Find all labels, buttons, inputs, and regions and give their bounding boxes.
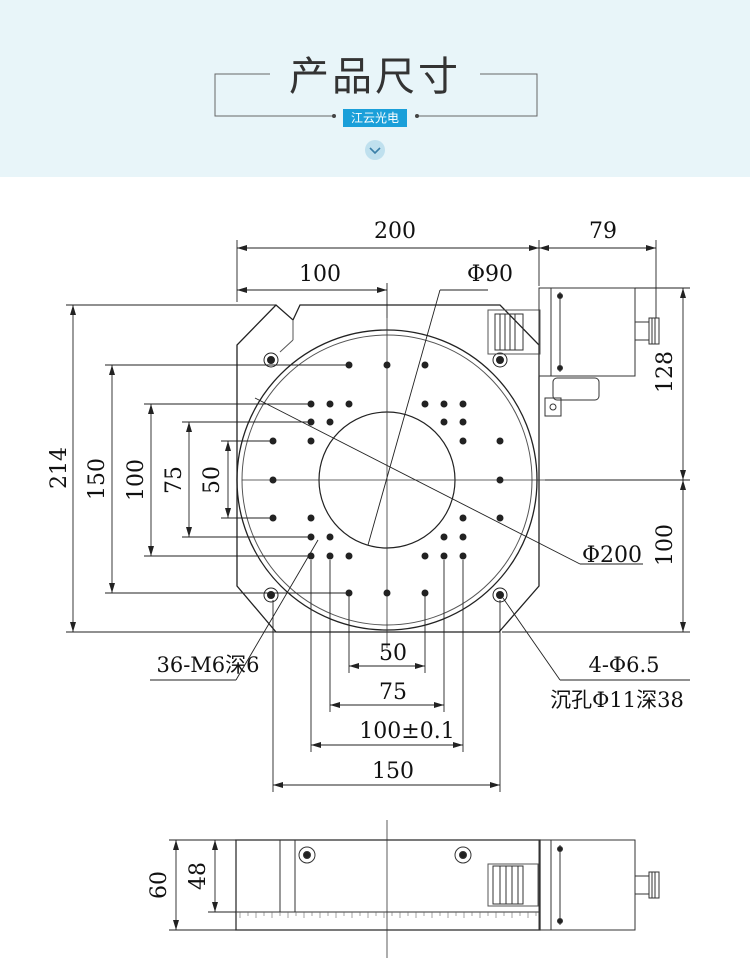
header-frame — [214, 73, 538, 118]
label-mounting-holes: 4-Φ6.5 — [588, 653, 659, 677]
side-dim-48: 48 — [186, 862, 211, 890]
dim-100-tolerance: 100±0.1 — [359, 719, 454, 744]
dim-100-top: 100 — [299, 262, 341, 287]
mounting-holes — [263, 352, 508, 603]
dim-75-bottom: 75 — [379, 680, 407, 705]
label-counterbore: 沉孔Φ11深38 — [550, 688, 684, 712]
dim-100-left: 100 — [124, 459, 149, 501]
dim-150-left: 150 — [85, 458, 110, 500]
dim-200: 200 — [374, 219, 416, 244]
dim-75-left: 75 — [162, 466, 187, 494]
motor-assembly — [487, 287, 660, 417]
dim-150-bottom: 150 — [372, 759, 414, 784]
dim-phi90: Φ90 — [467, 262, 513, 287]
dim-100-right: 100 — [653, 524, 678, 566]
dim-phi200: Φ200 — [582, 543, 642, 568]
header-banner: 产品尺寸 江云光电 — [0, 0, 750, 177]
label-threaded-holes: 36-M6深6 — [156, 653, 259, 677]
dimension-drawing: 200 79 100 Φ90 214 150 100 75 50 128 100… — [47, 219, 690, 958]
chevron-down-icon[interactable] — [364, 139, 386, 161]
dim-50-left: 50 — [200, 466, 225, 494]
side-dim-60: 60 — [147, 871, 172, 899]
brand-badge: 江云光电 — [343, 109, 407, 127]
side-view — [235, 820, 660, 958]
page-title: 产品尺寸 — [289, 54, 461, 100]
dim-79: 79 — [589, 219, 617, 244]
dim-128: 128 — [653, 351, 678, 393]
threaded-holes — [269, 361, 504, 597]
dim-214: 214 — [47, 447, 72, 489]
dim-50-bottom: 50 — [379, 641, 407, 666]
